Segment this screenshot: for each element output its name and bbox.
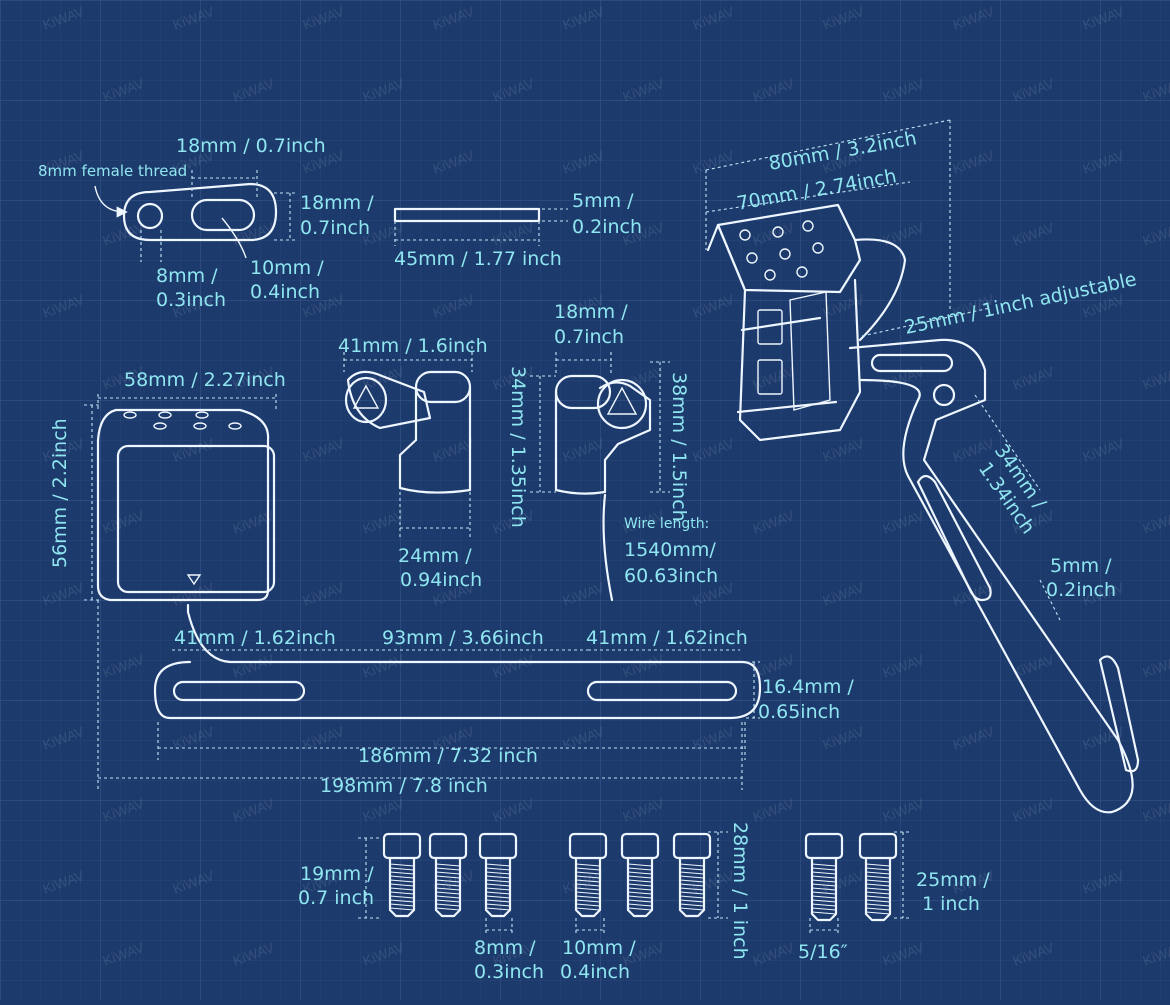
plate-slot-width-label: 18mm / 0.7inch xyxy=(176,135,326,157)
bracket-height-label-a: 16.4mm / xyxy=(762,676,854,698)
switch-base-label-a: 24mm / xyxy=(398,545,472,567)
bolt25-label-a: 25mm / xyxy=(916,869,990,891)
bolt8-label-b: 0.3inch xyxy=(474,961,544,983)
bolt xyxy=(858,832,898,922)
switch-top-label-b: 0.7inch xyxy=(554,326,624,348)
plate-hole-label-a: 8mm / xyxy=(156,265,218,287)
arm-thickness-label-a: 5mm / xyxy=(1050,555,1112,577)
bolt xyxy=(382,832,422,918)
bracket-slot-middle-label: 93mm / 3.66inch xyxy=(382,627,544,649)
switch-width-label: 41mm / 1.6inch xyxy=(338,335,488,357)
plate-hole-label-b: 0.3inch xyxy=(156,289,226,311)
bracket-slot-right-label: 41mm / 1.62inch xyxy=(586,627,748,649)
bracket-198-label: 198mm / 7.8 inch xyxy=(320,775,488,797)
bolt xyxy=(804,832,844,922)
arm-thickness-label-b: 0.2inch xyxy=(1046,579,1116,601)
switch-side-view xyxy=(343,340,473,540)
wire-length-label-a: 1540mm/ xyxy=(624,539,716,561)
bolt-dimensions xyxy=(358,831,912,935)
bolt8-label-a: 8mm / xyxy=(474,937,536,959)
bottom-bracket xyxy=(97,600,762,790)
light-height-label: 56mm / 2.2inch xyxy=(49,418,71,568)
bolt10-label-b: 0.4inch xyxy=(560,961,630,983)
bolt xyxy=(620,832,660,918)
bolt xyxy=(672,832,712,918)
bracket-slot-left-label: 41mm / 1.62inch xyxy=(174,627,336,649)
plate-height-label-b: 0.7inch xyxy=(300,217,370,239)
flat-bar xyxy=(393,207,568,246)
bracket-height-label-b: 0.65inch xyxy=(758,701,840,723)
bolt10-label-a: 10mm / xyxy=(562,937,636,959)
wire-length-title: Wire length: xyxy=(624,516,709,532)
bolt-thread-label: 5/16″ xyxy=(798,941,848,963)
bolt xyxy=(568,832,608,918)
plate-slot-label-a: 10mm / xyxy=(250,257,324,279)
bracket-186-label: 186mm / 7.32 inch xyxy=(358,745,538,767)
wire-length-label-b: 60.63inch xyxy=(624,565,718,587)
switch-height-right-label: 38mm / 1.5inch xyxy=(668,372,690,522)
bolt19-label-a: 19mm / xyxy=(300,863,374,885)
bolt xyxy=(478,832,518,918)
light-assembly xyxy=(705,119,1140,814)
bar-thickness-label-a: 5mm / xyxy=(572,190,634,212)
bolt19-label-b: 0.7 inch xyxy=(298,887,374,909)
light-width-label: 58mm / 2.27inch xyxy=(124,369,286,391)
light-cube xyxy=(84,394,277,602)
switch-height-left-label: 34mm / 1.35inch xyxy=(507,366,529,528)
bolts-group xyxy=(382,832,898,922)
plate-slot-label-b: 0.4inch xyxy=(250,281,320,303)
bolt xyxy=(428,832,468,918)
switch-base-label-b: 0.94inch xyxy=(400,569,482,591)
mounting-plate xyxy=(94,170,296,262)
switch-top-label-a: 18mm / xyxy=(554,301,628,323)
female-thread-label: 8mm female thread xyxy=(38,162,187,180)
bolt25-label-b: 1 inch xyxy=(922,893,980,915)
bar-length-label: 45mm / 1.77 inch xyxy=(394,248,562,270)
plate-height-label-a: 18mm / xyxy=(300,192,374,214)
bolt28-label: 28mm / 1 inch xyxy=(729,822,751,960)
switch-front-view xyxy=(530,352,670,602)
bar-thickness-label-b: 0.2inch xyxy=(572,216,642,238)
